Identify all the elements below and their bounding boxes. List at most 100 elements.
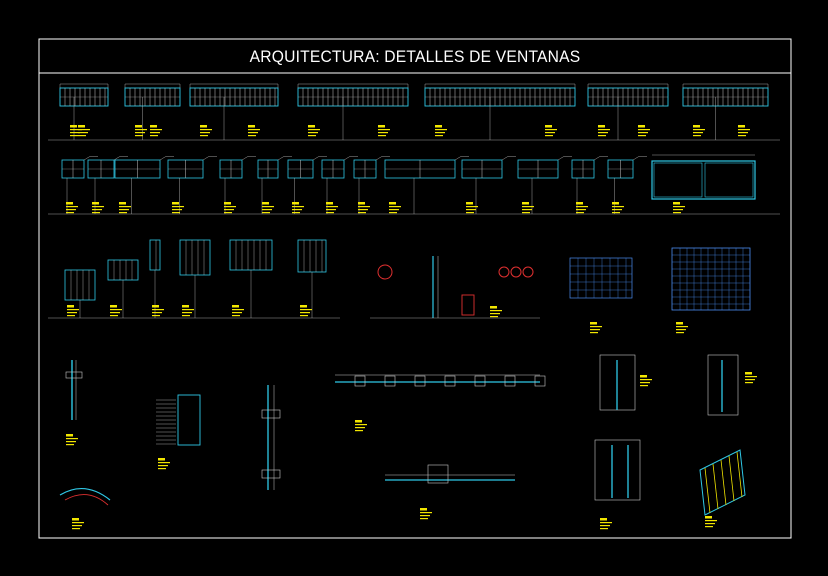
window-type-13 [571,156,608,214]
detail-label [490,306,497,309]
detail-label-text [78,135,86,137]
detail-label-text [110,309,122,311]
iso-mullion [736,451,743,498]
detail-label-text [490,310,502,312]
vertical-section-4 [707,354,757,416]
detail-label [576,202,583,205]
window-type-7 [287,156,327,214]
detail-label-text [66,438,78,440]
detail-label-text [435,129,447,131]
elevation-6 [297,239,327,318]
detail-label [92,202,99,205]
detail-label-text [738,129,750,131]
detail-label-text [676,329,686,331]
detail-label-text [78,132,88,134]
detail-label-text [358,206,370,208]
detail-label-text [158,465,168,467]
detail-label-text [545,132,555,134]
elevation-1 [64,269,96,318]
curved-profile-inner [64,494,109,506]
horizontal-section [335,374,546,432]
window-panel [653,162,703,198]
detail-label-text [590,332,598,334]
sheet-border [38,38,792,539]
detail-label-text [612,212,620,214]
detail-label-text [66,209,76,211]
detail-label-text [200,129,212,131]
detail-label-text [673,212,681,214]
detail-label [378,125,385,128]
detail-label [248,125,255,128]
window-elevation-7 [682,83,769,140]
mullion-section [474,375,486,387]
window-type-11 [461,156,516,214]
mullion-section [384,375,396,387]
window-elevation-2 [124,83,181,140]
detail-label-text [590,326,602,328]
curved-section [59,488,111,530]
grid-frame [671,247,751,311]
detail-label [135,125,142,128]
detail-label-text [326,212,334,214]
detail-label-text [66,441,76,443]
detail-label [600,518,607,521]
row-sections [59,354,757,530]
detail-label [262,202,269,205]
leader-line [202,156,210,161]
detail-label [435,125,442,128]
window-type-4 [167,156,217,214]
jamb-section [594,439,641,530]
leader-line [312,156,320,161]
leader-line [632,156,640,161]
detail-label-text [745,376,757,378]
detail-label-text [600,522,612,524]
detail-bubble [377,264,393,280]
detail-label-text [590,329,600,331]
row-window-elevations [48,83,780,141]
iso-mullion [728,455,735,502]
isometric-window [699,449,746,528]
window-panel [704,162,754,198]
detail-label-text [522,212,530,214]
mullion-section [534,375,546,387]
detail-label-text [378,132,388,134]
detail-label-text [705,523,715,525]
detail-label-text [158,462,170,464]
detail-label-text [135,132,145,134]
detail-label-text [224,206,236,208]
detail-label-text [420,518,428,520]
leader-line [454,156,462,161]
window-type-8 [321,156,358,214]
detail-label-text [738,132,748,134]
window-type-14 [607,156,647,214]
detail-label-text [355,424,367,426]
detail-label [326,202,333,205]
detail-label-text [92,209,102,211]
detail-label-text [308,129,320,131]
detail-label-text [232,309,244,311]
detail-label [66,202,73,205]
detail-label [150,125,157,128]
leader-line [277,156,285,161]
detail-label-text [72,522,84,524]
window-type-3 [114,156,174,214]
detail-label-text [182,309,194,311]
iso-mullion [712,463,719,510]
window-frame [651,160,756,200]
leader-line [343,156,351,161]
detail-label-text [600,525,610,527]
detail-label-text [119,209,129,211]
detail-label-text [598,132,608,134]
detail-label-text [705,526,713,528]
window-frame [229,239,273,271]
detail-label-text [110,315,118,317]
detail-label-text [66,206,78,208]
detail-label-text [248,132,258,134]
detail-label-text [693,132,703,134]
detail-label-text [182,312,192,314]
detail-label [78,125,85,128]
detail-label-text [224,212,232,214]
detail-label-text [389,206,401,208]
detail-label-text [640,385,648,387]
detail-label-text [182,315,190,317]
